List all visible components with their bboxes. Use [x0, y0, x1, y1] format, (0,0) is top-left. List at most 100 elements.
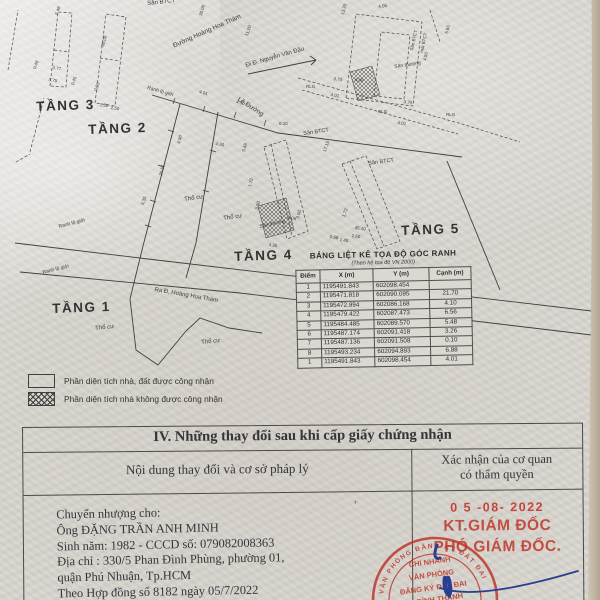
floor-label: TẦNG 1 [52, 298, 112, 316]
dimension-label: 1.72 [341, 207, 349, 218]
solid-boundary-lines [14, 55, 600, 366]
dimension-label: 2.50 [110, 105, 120, 112]
floor-label: TẦNG 2 [88, 119, 148, 137]
map-text-label: RLG [446, 112, 456, 117]
dimension-label: 4.01 [198, 89, 209, 97]
dimension-label: 3.50 [254, 200, 262, 211]
coord-cell: 4 [296, 311, 321, 321]
dimension-label: 17.15 [322, 140, 331, 153]
map-text-label: mái BTCT [419, 32, 429, 54]
dimension-label: 4.30 [215, 141, 225, 148]
coord-cell: 1 [296, 282, 321, 293]
dimension-label: 4.06 [354, 77, 364, 84]
dimension-label: 4.01 [397, 120, 407, 127]
map-text-label: RLG [378, 109, 388, 114]
legend-item: Phần diện tích nhà, đất được công nhận [28, 374, 223, 388]
dimension-label: 30.00 [198, 4, 206, 17]
dimension-label: 4.06 [287, 215, 297, 222]
dimension-label: 1.40 [339, 237, 349, 244]
map-text-label: Thổ cư [201, 338, 221, 346]
floor-label: TẦNG 3 [36, 96, 96, 114]
dimension-label: 5.35 [140, 195, 148, 206]
dimension-label: 3.75 [48, 77, 58, 84]
col-edge: Cạnh (m) [428, 266, 472, 281]
legend-swatch-plain [28, 374, 55, 388]
dimension-label: 3.77 [52, 65, 62, 72]
legend-swatch-hatch [28, 392, 55, 406]
coord-cell: 1 [297, 358, 322, 368]
coord-cell: 1195491.843 [321, 356, 376, 368]
col-x: X (m) [319, 268, 374, 283]
map-text-label: Sân BTCT [409, 29, 419, 52]
dimension-label: 20.55 [158, 164, 166, 177]
dimension-label: 4.35 [268, 242, 278, 249]
confirmation-column-header: Xác nhận của cơ quan có thẩm quyền [411, 452, 582, 483]
map-text-label: Sân BTCT [368, 157, 395, 167]
dimension-label: 3.70 [333, 76, 343, 83]
map-text-label: Ranh lộ giới [42, 263, 70, 276]
coord-cell: 2 [296, 292, 321, 303]
dimension-label: 0.48 [32, 59, 40, 70]
dimension-label: 13.20 [340, 3, 348, 16]
map-text-label: Ranh lộ giới [146, 85, 174, 99]
dimension-label: 5.60 [444, 24, 451, 35]
map-annotations: TẦNG 3 TẦNG 2 TẦNG 1 TẦNG 4 TẦNG 5 Sân BTCT Đư… [32, 0, 461, 346]
office-round-seal: VĂN PHÒNG ĐĂNG KÝ ĐẤT ĐAI CHI NHÁNH VĂN … [371, 534, 499, 600]
dimension-label: 45.10 [354, 225, 367, 232]
coord-cell: 5 [296, 320, 322, 331]
col-point: Điểm [295, 269, 321, 284]
dimension-label: 4.05 [378, 2, 388, 9]
map-text-label: Sân BTCT [303, 127, 330, 137]
legend-item: Phần diện tích nhà không được công nhận [28, 392, 223, 406]
dimension-label: 3.70 [403, 99, 413, 106]
cadastral-lines [7, 9, 600, 366]
hatched-areas [257, 65, 381, 239]
dimension-label: 4.90 [176, 134, 184, 145]
map-text-label: Ranh lộ giới [58, 217, 86, 230]
dimension-label: 0.45 [70, 75, 78, 86]
dimension-label: 2.60 [351, 233, 361, 240]
dimension-label: 30.00 [100, 35, 108, 48]
dimension-label: 0.98 [329, 234, 339, 241]
dimension-label: 0.10 [279, 121, 288, 126]
map-text-label: Thổ cư [223, 213, 243, 222]
map-text-label: Sân thượng [394, 60, 422, 70]
floor-label: TẦNG 5 [401, 220, 461, 238]
map-text-label: Sân thượng [259, 218, 287, 230]
dimension-label: 11.20 [244, 24, 253, 37]
coord-cell: 6 [297, 329, 322, 340]
date-stamp: 0 5 -08- 2022 [450, 499, 545, 515]
map-text-label: Thổ cư [95, 324, 115, 332]
seal-line4: Q. BÌNH THẠNH [406, 591, 463, 600]
legend-label: Phần diện tích nhà, đất được công nhận [64, 376, 214, 386]
coord-cell: 7 [297, 339, 322, 350]
col-y: Y (m) [373, 267, 430, 282]
coordinate-table-block: BẢNG LIỆT KÊ TỌA ĐỘ GÓC RANH (Theo hệ tọ… [288, 248, 480, 369]
map-text-label: Sân BTCT [147, 0, 176, 7]
dimension-label: 4.50 [422, 51, 429, 62]
pen-signature [433, 543, 579, 599]
transfer-content: Chuyển nhượng cho:Ông ĐẶNG TRẦN ANH MINH… [56, 501, 388, 600]
divider-line [23, 488, 583, 496]
section-iv-title: IV. Những thay đổi sau khi cấp giấy chứn… [153, 426, 452, 445]
map-text-label: Thổ cư [184, 194, 204, 203]
dimension-label: 5.48 [241, 142, 249, 153]
dimension-label: 1.72 [247, 177, 255, 188]
dimension-label: 0.10 [93, 81, 101, 92]
dimension-label: 1.30 [99, 102, 109, 109]
dimension-label: 5.48 [54, 5, 62, 16]
map-text-label: Đường Hoàng Hoa Thám [172, 13, 243, 50]
coord-cell: 3 [296, 301, 321, 312]
coord-cell: 4.01 [430, 354, 473, 366]
confirmation-header-line2: có thẩm quyền [460, 466, 534, 482]
dimension-label: 4.01 [330, 92, 340, 99]
map-text-label: Đi Đ. Nguyễn Văn Đậu [245, 46, 306, 69]
coord-cell: 602098.454 [374, 355, 431, 367]
coord-cell: 8 [297, 348, 322, 359]
floor-label: TẦNG 4 [234, 246, 294, 264]
map-text-label: Ra Đ. Hoàng Hoa Thám [153, 287, 219, 305]
confirmation-header-line1: Xác nhận của cơ quan [441, 451, 553, 467]
